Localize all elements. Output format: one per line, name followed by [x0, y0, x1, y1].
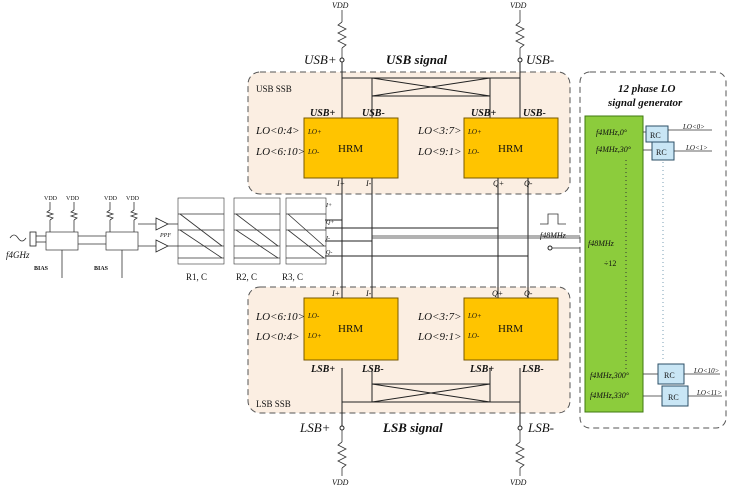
usb-ssb-title: USB SSB — [256, 84, 292, 94]
lo-input-label: LO<6:10> — [255, 146, 305, 158]
hrm-label: HRM — [338, 143, 363, 155]
usb-hrm-i: HRM USB+ USB- LO+ LO- I+ I- — [303, 108, 399, 188]
ppf-stage-3 — [285, 197, 327, 265]
pin-label: LO+ — [307, 128, 322, 136]
pin-label: LO+ — [467, 312, 482, 320]
vdd-label: VDD — [66, 196, 80, 202]
lo-input-label: LO<9:1> — [417, 146, 462, 158]
pin-label: USB+ — [471, 108, 496, 119]
pin-label: I+ — [331, 289, 340, 298]
bias-label: BIAS — [34, 266, 49, 272]
pin-label: LO- — [307, 148, 320, 156]
phase-label: f4MHz,30° — [596, 145, 632, 154]
pin-label: USB+ — [310, 108, 335, 119]
ppf-stage-label: R2, C — [236, 272, 257, 282]
lsb-minus-label: LSB- — [527, 420, 554, 435]
lo-input-label: LO<0:4> — [255, 331, 300, 343]
lsb-signal-label: LSB signal — [382, 420, 443, 435]
pin-label: LO+ — [307, 332, 322, 340]
lo-input-label: LO<0:4> — [255, 125, 300, 137]
usb-hrm-q: HRM USB+ USB- LO+ LO- Q+ Q- — [463, 108, 559, 188]
vdd-label: VDD — [44, 196, 58, 202]
rc-label: RC — [668, 393, 679, 402]
hrm-label: HRM — [498, 143, 523, 155]
pin-label: USB- — [362, 108, 385, 119]
vdd-label: VDD — [104, 196, 118, 202]
usb-rail-wires — [341, 62, 521, 118]
phase-label: f4MHz,300° — [590, 371, 630, 380]
lo-output-label: LO<0> — [682, 123, 705, 131]
rc-label: RC — [650, 131, 661, 140]
lo-output-label: LO<10> — [693, 367, 720, 375]
ppf-stage-2 — [233, 197, 281, 265]
lo-generator-panel: 12 phase LO signal generator f4MHz,0° f4… — [579, 71, 727, 429]
lo-output-label: LO<11> — [696, 389, 722, 397]
pin-label: LSB+ — [310, 364, 335, 375]
lo-generator-title: signal generator — [607, 97, 683, 109]
lo-input-label: LO<3:7> — [417, 311, 462, 323]
center-frequency: f48MHz — [588, 239, 615, 248]
ppf-stage-label: R1, C — [186, 272, 207, 282]
polyphase-filter: R1, C R2, C R3, C I+ Q+ I- Q- — [168, 197, 334, 282]
phase-label: f4MHz,330° — [590, 391, 630, 400]
lo-input-label: LO<6:10> — [255, 311, 305, 323]
lo-generator-title: 12 phase LO — [618, 83, 676, 95]
iq-bus — [325, 178, 580, 298]
ppf-output-label: I+ — [325, 203, 332, 209]
lo-input-label: LO<9:1> — [417, 331, 462, 343]
vdd-label: VDD — [332, 1, 349, 10]
top-right-supply: VDD — [510, 1, 527, 63]
rc-label: RC — [664, 371, 675, 380]
vdd-label: VDD — [332, 478, 349, 487]
lo-input-label: LO<3:7> — [417, 125, 462, 137]
ppf-label: PPF — [159, 233, 171, 239]
vdd-label: VDD — [510, 478, 527, 487]
ppf-stage-1 — [177, 197, 225, 265]
ppf-output-label: Q- — [326, 250, 332, 256]
usb-plus-label: USB+ — [304, 52, 337, 67]
pin-label: LO- — [467, 148, 480, 156]
ppf-output-label: Q+ — [326, 220, 334, 226]
input-stage: f4GHz VDD VDD BIAS VDD VDD BIAS PPF — [6, 196, 171, 278]
usb-minus-label: USB- — [526, 52, 554, 67]
rc-label: RC — [656, 148, 667, 157]
vdd-label: VDD — [510, 1, 527, 10]
usb-signal-label: USB signal — [386, 52, 447, 67]
pin-label: LSB- — [361, 364, 384, 375]
pin-label: Q+ — [493, 179, 504, 188]
reference-input: f48MHz — [540, 213, 580, 251]
lsb-rail-wires — [341, 368, 521, 426]
ppf-output-label: I- — [325, 236, 330, 242]
lsb-hrm-i: HRM I+ I- LO- LO+ LSB+ LSB- — [303, 289, 399, 375]
phase-label: f4MHz,0° — [596, 128, 628, 137]
lo-output-label: LO<1> — [685, 144, 708, 152]
pin-label: LSB+ — [469, 364, 494, 375]
pin-label: LO- — [467, 332, 480, 340]
ppf-stage-label: R3, C — [282, 272, 303, 282]
hrm-label: HRM — [338, 323, 363, 335]
vdd-label: VDD — [126, 196, 140, 202]
hrm-label: HRM — [498, 323, 523, 335]
pin-label: I- — [365, 179, 372, 188]
reference-frequency: f48MHz — [540, 231, 567, 240]
pin-label: LO- — [307, 312, 320, 320]
pin-label: USB- — [523, 108, 546, 119]
pin-label: I- — [365, 289, 372, 298]
input-frequency: f4GHz — [6, 250, 30, 260]
lsb-plus-label: LSB+ — [299, 420, 330, 435]
pin-label: LSB- — [521, 364, 544, 375]
divider-label: ÷12 — [604, 259, 616, 268]
bias-label: BIAS — [94, 266, 109, 272]
lsb-ssb-title: LSB SSB — [256, 399, 291, 409]
pin-label: I+ — [336, 179, 345, 188]
bottom-right-supply: VDD — [510, 425, 527, 487]
bottom-left-supply: VDD — [332, 425, 349, 487]
pin-label: LO+ — [467, 128, 482, 136]
